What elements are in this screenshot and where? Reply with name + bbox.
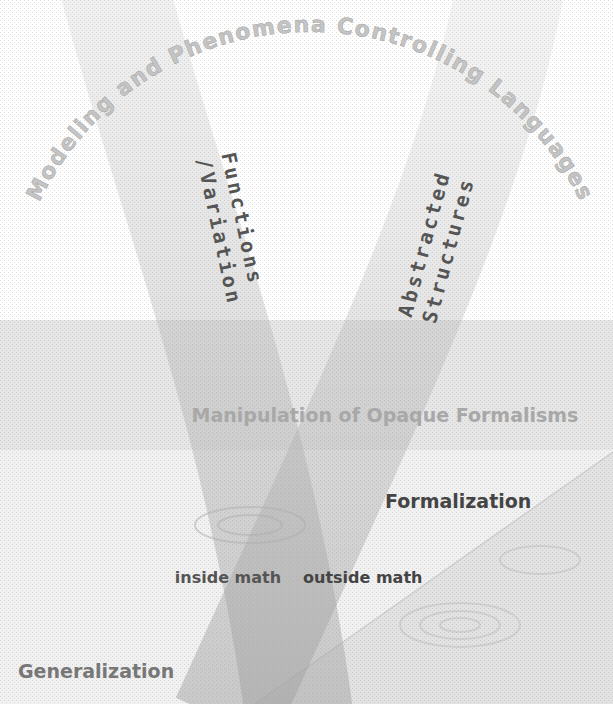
region-label: inside math — [175, 568, 281, 587]
horizontal-band: Manipulation of Opaque Formalisms — [0, 320, 613, 450]
region-label: outside math — [303, 568, 422, 587]
band-label-text: Abstracted Structures — [392, 154, 483, 326]
band-label-text: Functions /Variation — [190, 150, 273, 322]
arc-caption-text: Modeling and Phenomena Controlling Langu… — [21, 12, 598, 205]
region-label: Formalization — [385, 490, 531, 512]
region-label: Generalization — [18, 660, 174, 682]
band-label: Abstracted Structures — [392, 154, 483, 326]
arc-caption: Modeling and Phenomena Controlling Langu… — [21, 12, 598, 205]
band-label: Functions /Variation — [190, 150, 273, 322]
band-title: Manipulation of Opaque Formalisms — [192, 404, 579, 426]
